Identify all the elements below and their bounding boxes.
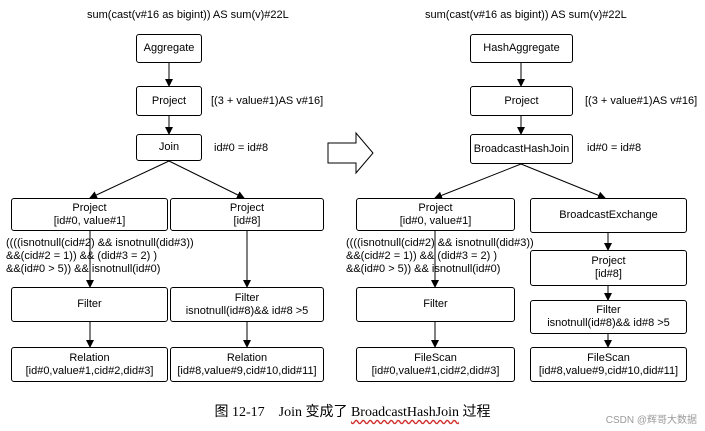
left-top-expression: sum(cast(v#16 as bigint)) AS sum(v)#22L [87,9,289,21]
node-title: Filter [234,291,260,304]
node-detail: [id#0, value#1] [53,214,126,227]
left-aggregate-node: Aggregate [136,34,202,63]
node-detail: isnotnull(id#8)&& id#8 >5 [185,304,309,317]
right-filter-condition-line: &&(cid#2 = 1)) && (did#3 = 2) ) [346,250,498,262]
right-aggregate-node: HashAggregate [470,34,573,63]
watermark: CSDN @辉哥大数据 [605,415,697,426]
node-label: BroadcastExchange [559,209,658,221]
left-project-expression: [(3 + value#1)AS v#16] [211,95,324,107]
right-scan-right-node: FileScan [id#8,value#9,cid#10,did#11] [530,347,687,382]
right-filter-condition-line: &&(id#0 > 5)) && isnotnull(id#0) [346,263,501,275]
node-title: Filter [596,304,621,316]
caption-highlight: BroadcastHashJoin [350,405,460,420]
transform-arrow [327,131,374,175]
node-label: Project [151,94,187,107]
left-filter-left-node: Filter [11,287,168,322]
node-title: FileScan [587,351,630,364]
node-detail: [id#0, value#1] [399,214,472,227]
node-title: Project [418,201,453,214]
node-detail: [id#0,value#1,cid#2,did#3] [371,364,500,377]
right-scan-left-node: FileScan [id#0,value#1,cid#2,did#3] [356,347,515,382]
left-filter-condition-line: &&(id#0 > 5)) && isnotnull(id#0) [6,263,161,275]
node-detail: [id#8] [595,268,622,280]
node-detail: [id#8] [233,214,261,227]
right-filter-right-node: Filter isnotnull(id#8)&& id#8 >5 [530,300,687,334]
left-project-left-node: Project [id#0, value#1] [11,198,168,231]
right-exchange-node: BroadcastExchange [530,198,687,233]
figure-caption: 图 12-17 Join 变成了 BroadcastHashJoin 过程 [0,401,705,421]
edge [89,160,170,199]
right-join-node: BroadcastHashJoin [470,134,573,164]
edge [168,160,245,199]
left-filter-right-node: Filter isnotnull(id#8)&& id#8 >5 [170,287,324,322]
right-project-left-node: Project [id#0, value#1] [356,198,515,231]
node-title: Project [72,201,107,214]
edge [434,163,522,200]
right-project-right-node: Project [id#8] [530,250,687,286]
node-title: Project [229,201,265,214]
right-filter-left-node: Filter [356,287,515,322]
node-detail: [id#8,value#9,cid#10,did#11] [177,364,317,377]
node-title: Relation [226,351,268,364]
node-detail: [id#8,value#9,cid#10,did#11] [538,364,679,377]
left-relation-left-node: Relation [id#0,value#1,cid#2,did#3] [11,347,168,382]
node-label: Filter [77,298,102,310]
left-project-node: Project [136,86,202,116]
node-detail: isnotnull(id#8)&& id#8 >5 [547,317,670,329]
node-label: BroadcastHashJoin [473,142,570,155]
left-filter-condition-line: &&(cid#2 = 1)) && (did#3 = 2) ) [6,250,158,262]
node-title: FileScan [414,351,457,364]
node-label: Filter [423,298,448,310]
node-title: Project [591,255,626,267]
right-join-condition: id#0 = id#8 [587,142,642,154]
caption-prefix: 图 12-17 Join 变成了 [214,405,351,420]
left-join-condition: id#0 = id#8 [214,142,269,154]
node-label: Join [158,141,180,153]
node-label: HashAggregate [483,42,560,54]
edge [520,163,606,200]
left-relation-right-node: Relation [id#8,value#9,cid#10,did#11] [170,347,324,382]
right-filter-condition-line: ((((isnotnull(cid#2) && isnotnull(did#3)… [346,237,534,249]
node-label: Project [504,94,539,107]
right-top-expression: sum(cast(v#16 as bigint)) AS sum(v)#22L [425,9,627,21]
right-project-node: Project [470,86,573,116]
left-filter-condition-line: ((((isnotnull(cid#2) && isnotnull(did#3)… [6,237,194,249]
left-project-right-node: Project [id#8] [170,198,324,231]
node-detail: [id#0,value#1,cid#2,did#3] [25,364,154,377]
right-project-expression: [(3 + value#1)AS v#16] [585,95,698,107]
node-title: Relation [69,351,110,364]
left-join-node: Join [136,134,202,161]
caption-suffix: 过程 [459,405,491,420]
node-label: Aggregate [143,42,195,54]
